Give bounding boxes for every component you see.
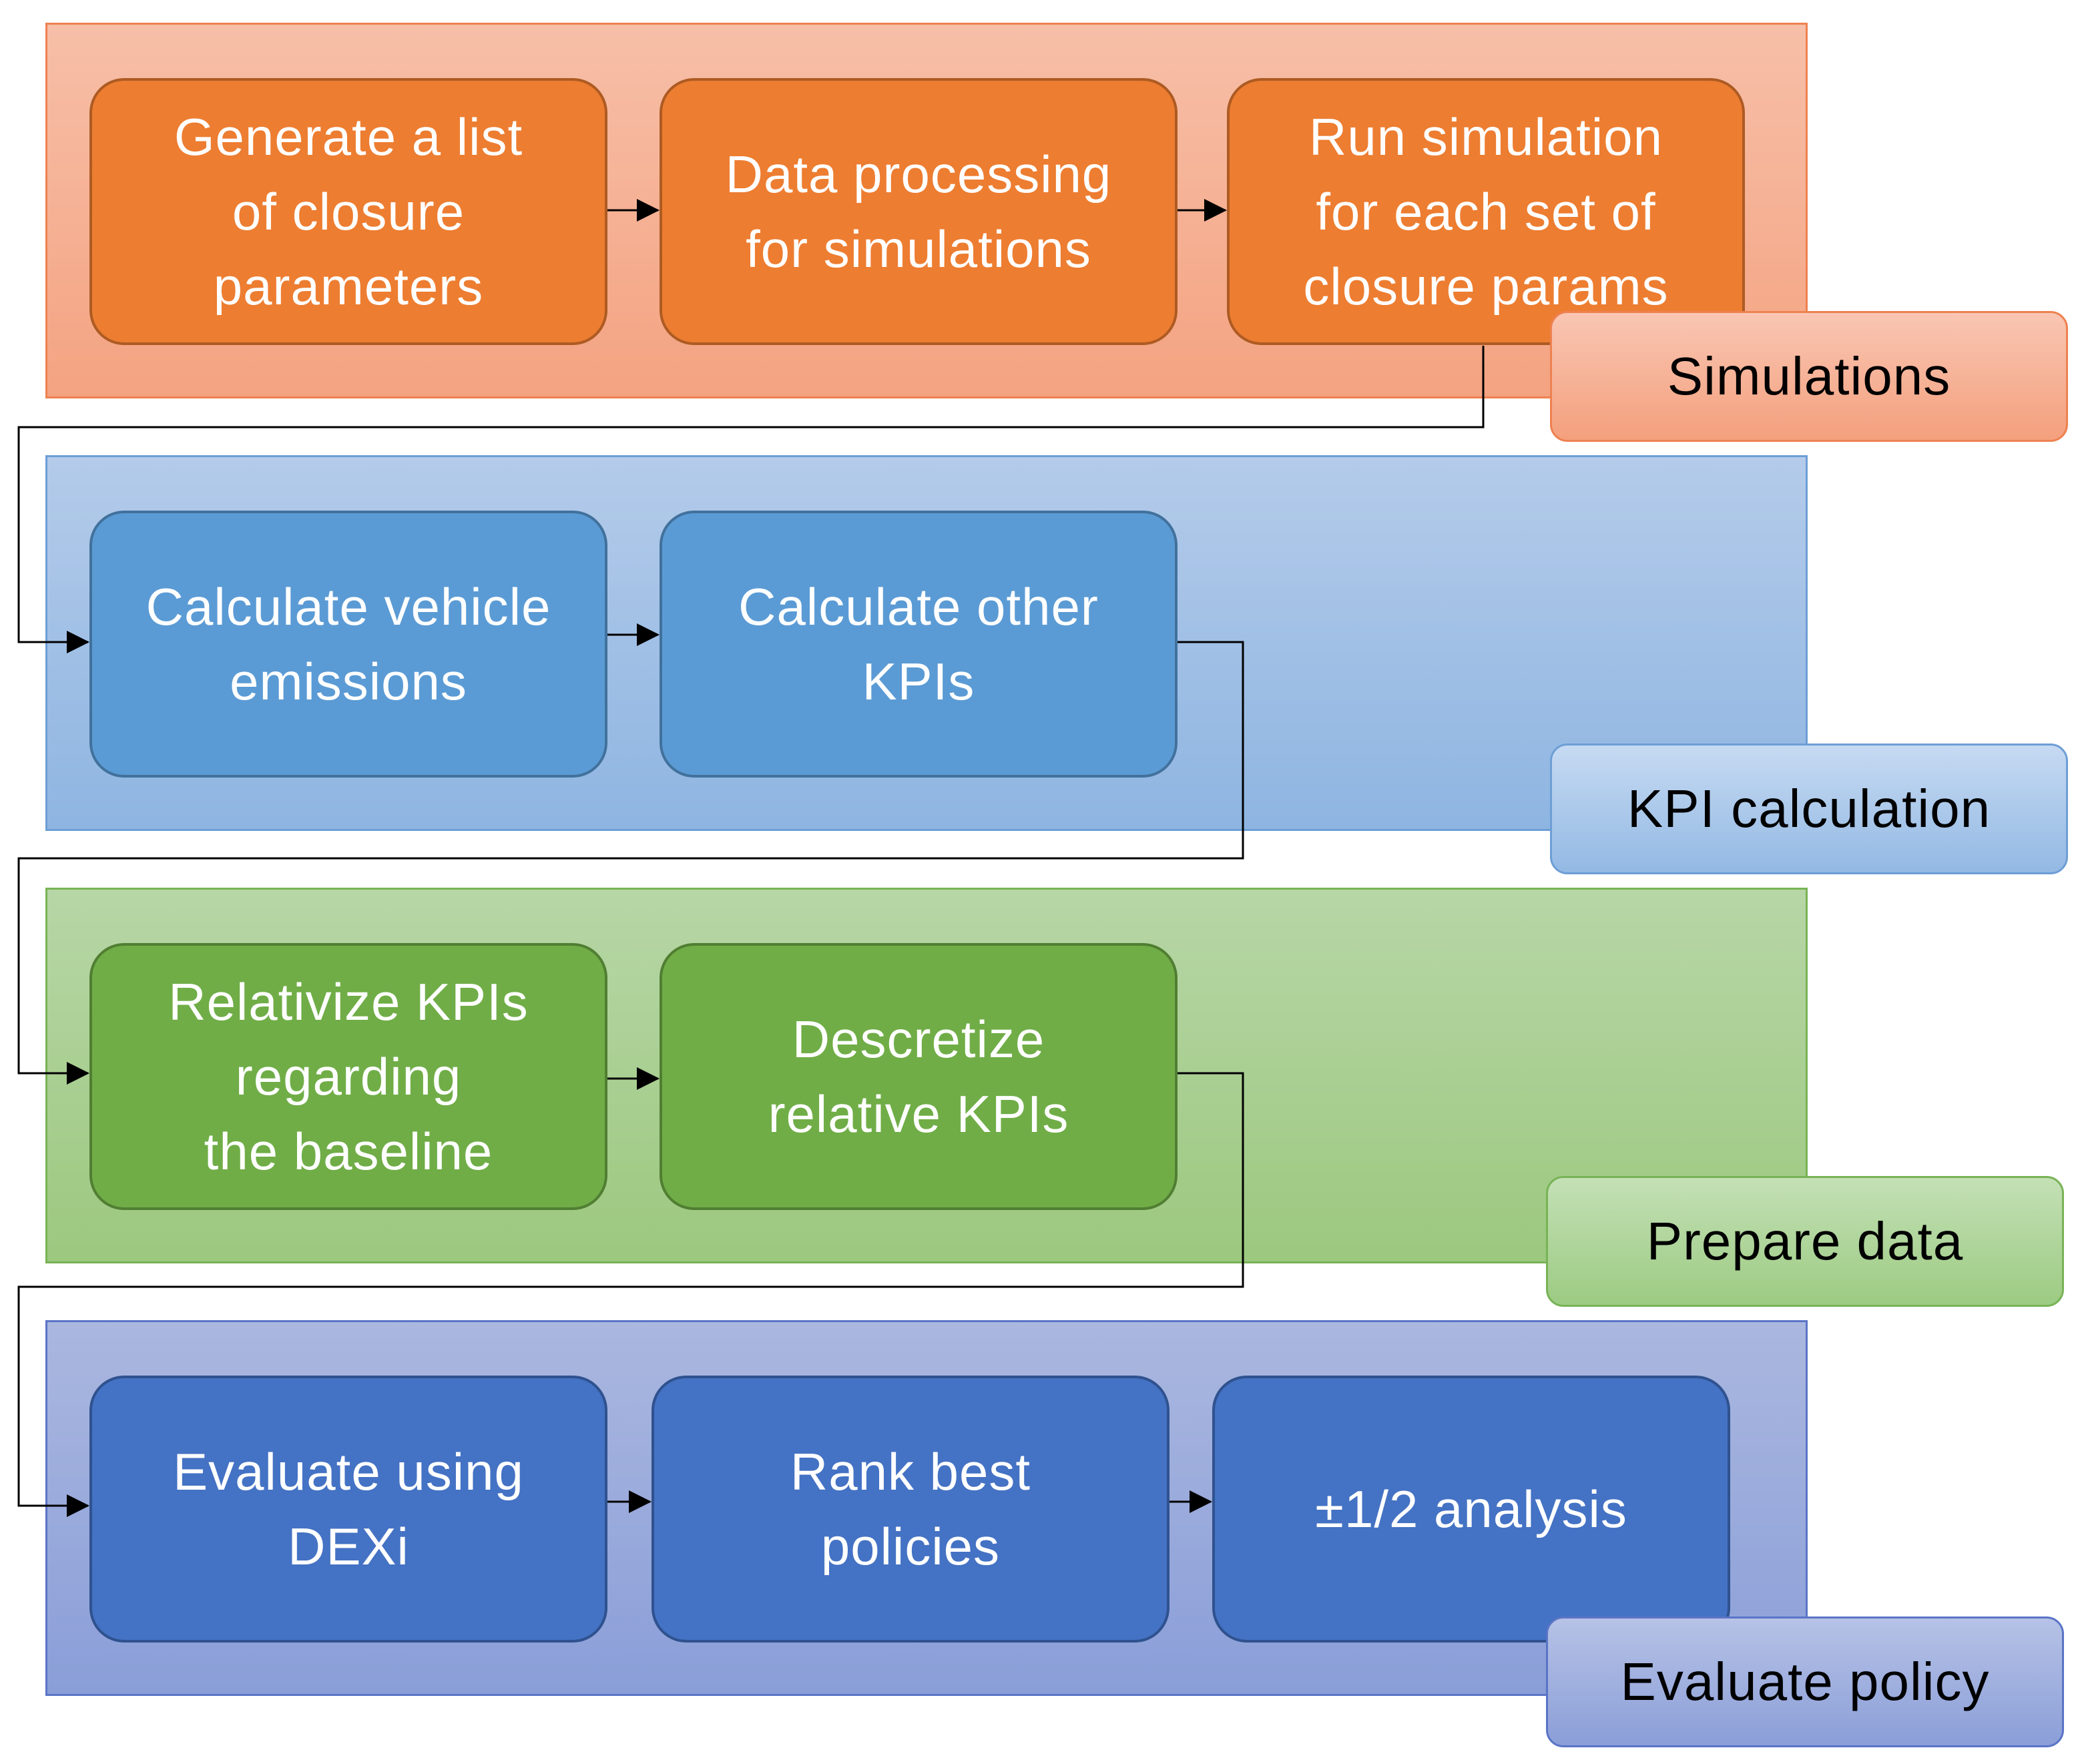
half-analysis-step: ±1/2 analysis	[1212, 1376, 1730, 1643]
evaluate-policy-stage-label: Evaluate policy	[1546, 1616, 2064, 1747]
discretize-relative-kpis-step: Descretize relative KPIs	[660, 943, 1178, 1210]
evaluate-using-dexi-step: Evaluate using DEXi	[89, 1376, 607, 1643]
calculate-other-kpis-step: Calculate other KPIs	[660, 511, 1178, 778]
run-simulation-step: Run simulation for each set of closure p…	[1227, 78, 1745, 345]
relativize-kpis-step: Relativize KPIs regarding the baseline	[89, 943, 607, 1210]
kpi-calculation-stage-label: KPI calculation	[1550, 744, 2068, 874]
prepare-data-stage-label: Prepare data	[1546, 1176, 2064, 1307]
data-processing-step: Data processing for simulations	[660, 78, 1178, 345]
generate-closure-parameters-step: Generate a list of closure parameters	[89, 78, 607, 345]
simulations-stage-label: Simulations	[1550, 311, 2068, 442]
rank-best-policies-step: Rank best policies	[652, 1376, 1169, 1643]
calculate-vehicle-emissions-step: Calculate vehicle emissions	[89, 511, 607, 778]
